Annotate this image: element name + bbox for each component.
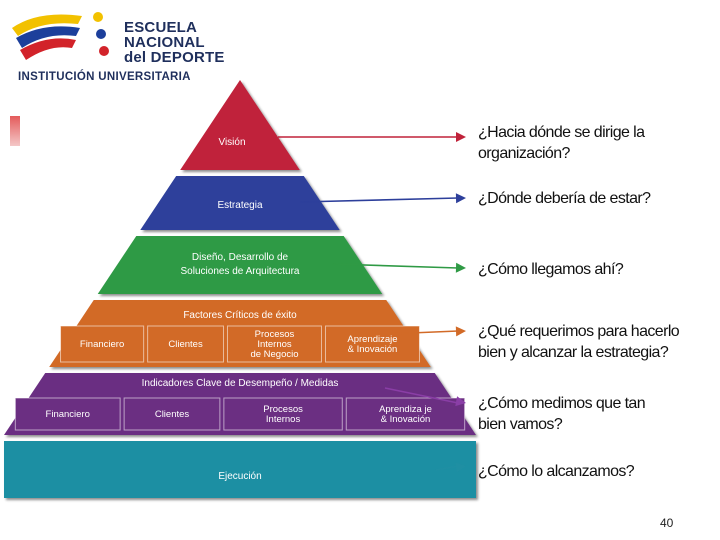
question-text: ¿Cómo lo alcanzamos? xyxy=(478,461,635,482)
logo-institution: INSTITUCIÓN UNIVERSITARIA xyxy=(18,71,191,83)
tier-cell xyxy=(223,397,343,431)
tier-label: Visión xyxy=(218,137,245,148)
arrow-head-icon xyxy=(455,193,466,204)
decorative-red-bar xyxy=(10,116,20,146)
tier-label: Diseño, Desarrollo de xyxy=(192,252,289,263)
cell-label: Internos xyxy=(257,339,292,350)
escuela-logo: ESCUELA NACIONAL del DEPORTE INSTITUCIÓN… xyxy=(8,8,228,86)
flag-swoosh-icon xyxy=(12,12,109,60)
cell-label: Procesos xyxy=(255,329,295,340)
pyramid-tier xyxy=(180,80,300,170)
question-line: bien vamos? xyxy=(478,416,563,433)
cell-label: & Inovación xyxy=(381,414,431,425)
cell-label: Procesos xyxy=(263,404,303,415)
tier-label: Indicadores Clave de Desempeño / Medidas xyxy=(142,378,339,389)
question-text: ¿Cómo llegamos ahí? xyxy=(478,259,624,280)
cell-label: Aprendiza je xyxy=(379,404,432,415)
cell-label: Financiero xyxy=(80,339,124,350)
question-text: ¿Cómo medimos que tan bien vamos? xyxy=(478,393,646,435)
tier-cell xyxy=(147,325,224,363)
arrow-line xyxy=(299,197,459,203)
cell-label: & Inovación xyxy=(348,344,398,355)
tier-label: Estrategia xyxy=(217,200,262,211)
cell-label: de Negocio xyxy=(250,349,298,360)
cell-label: Internos xyxy=(266,414,301,425)
arrow-head-icon xyxy=(455,262,466,273)
question-text: ¿Hacia dónde se dirige la organización? xyxy=(478,122,645,164)
arrow-head-icon xyxy=(455,462,466,473)
tier-cell xyxy=(123,397,221,431)
arrow-head-icon xyxy=(455,326,466,337)
logo-name-line: del DEPORTE xyxy=(124,49,225,66)
pyramid-tier xyxy=(97,236,383,294)
question-line: ¿Cómo medimos que tan xyxy=(478,395,646,412)
page-number: 40 xyxy=(660,516,674,530)
logo-name-line: ESCUELA xyxy=(124,19,198,36)
arrow-line xyxy=(384,387,459,404)
logo-name-line: NACIONAL xyxy=(124,34,205,51)
cell-label: Financiero xyxy=(46,409,90,420)
tier-label: Ejecución xyxy=(218,471,261,482)
question-text: ¿Dónde debería de estar? xyxy=(478,188,651,209)
question-line: ¿Hacia dónde se dirige la xyxy=(478,124,645,141)
pyramid-tier xyxy=(140,176,340,230)
pyramid-tier xyxy=(4,441,476,498)
arrow-head-icon xyxy=(456,132,466,142)
question-line: ¿Cómo lo alcanzamos? xyxy=(478,463,635,480)
cell-label: Clientes xyxy=(168,339,203,350)
question-line: ¿Cómo llegamos ahí? xyxy=(478,261,624,278)
tier-cell xyxy=(324,325,420,363)
question-line: ¿Dónde debería de estar? xyxy=(478,190,651,207)
question-text: ¿Qué requerimos para hacerlo bien y alcan… xyxy=(478,321,680,363)
arrow-line xyxy=(332,263,459,269)
cell-label: Clientes xyxy=(155,409,190,420)
question-line: ¿Qué requerimos para hacerlo xyxy=(478,323,680,340)
tier-cell xyxy=(60,325,145,363)
cell-label: Aprendizaje xyxy=(347,334,397,345)
question-line: bien y alcanzar la estrategia? xyxy=(478,344,669,361)
tier-cell xyxy=(14,397,121,431)
arrow-line xyxy=(362,330,459,336)
tier-cell xyxy=(226,325,322,363)
tier-label: Soluciones de Arquitectura xyxy=(181,266,300,277)
logo-name: ESCUELA NACIONAL del DEPORTE xyxy=(124,20,225,65)
question-line: organización? xyxy=(478,145,570,162)
arrow-line xyxy=(435,465,459,471)
arrow-head-icon xyxy=(455,396,466,407)
tier-cell xyxy=(345,397,466,431)
tier-label: Factores Críticos de éxito xyxy=(183,310,297,321)
